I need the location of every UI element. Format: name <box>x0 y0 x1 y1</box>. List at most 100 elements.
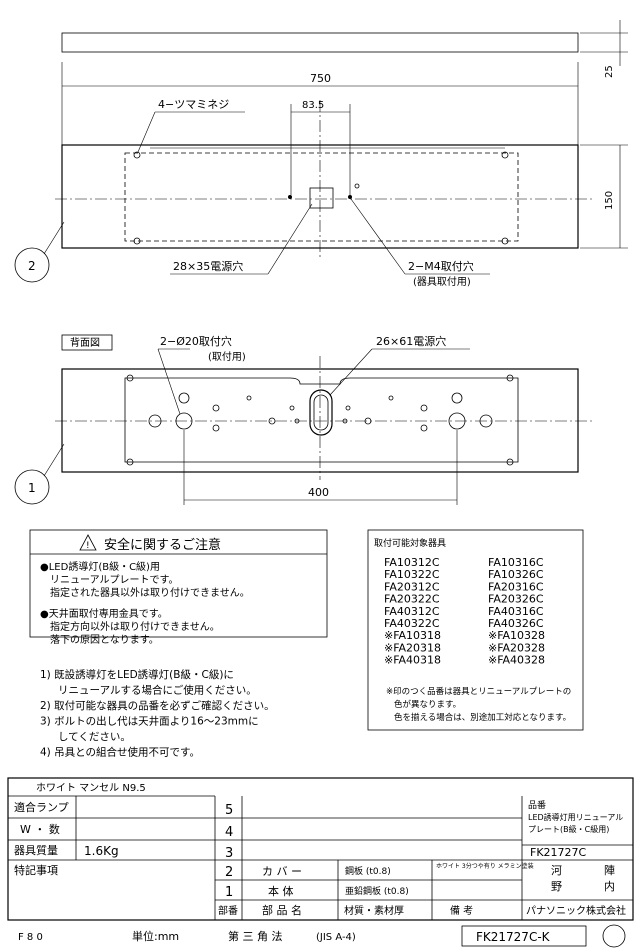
lamp-label: 適合ランプ <box>14 800 69 814</box>
m4-hole-icon <box>348 195 352 199</box>
header-part-name: 部 品 名 <box>262 903 302 917</box>
compat-box <box>367 529 584 731</box>
sign-2a: 野 <box>551 880 562 893</box>
row-no-4: 4 <box>225 825 233 840</box>
power-hole <box>309 187 334 209</box>
knob-screw-icon <box>501 237 509 245</box>
compat-note: 色が異なります。 <box>394 699 461 710</box>
mount-hole-icon <box>175 412 193 430</box>
part2-name: カ バ ー <box>262 865 302 878</box>
small-hole-icon <box>212 424 220 432</box>
model-desc-1: LED誘導灯用リニューアル <box>528 812 623 822</box>
compat-model: ※FA40318 <box>384 654 441 667</box>
note-line: リニューアルする場合にご使用ください。 <box>58 684 257 697</box>
power-slot-inner <box>313 394 329 431</box>
small-hole-icon <box>388 395 394 401</box>
sign-2b: 内 <box>604 879 615 893</box>
compat-model: FA40326C <box>488 617 544 630</box>
small-hole-icon <box>506 458 514 466</box>
back-view-title: 背面図 <box>70 336 100 349</box>
compat-list: FA10312CFA10322CFA20312CFA20322CFA40312C… <box>384 556 571 723</box>
note-line: 4) 吊具との組合せ使用不可です。 <box>40 746 200 759</box>
sign-1b: 陣 <box>604 864 615 877</box>
dim-spacing: 400 <box>308 486 329 499</box>
warning-icon <box>79 534 97 551</box>
label-knob-screws: 4−ツマミネジ <box>158 98 229 111</box>
compat-model: FA10322C <box>384 568 440 581</box>
knob-screw-icon <box>133 237 141 245</box>
compat-model: ※FA40328 <box>488 654 545 667</box>
safety-line: 落下の原因となります。 <box>50 634 159 646</box>
safety-title: 安全に関するご注意 <box>104 537 221 553</box>
compat-model: ※FA20318 <box>384 641 441 654</box>
compat-model: FA10326C <box>488 568 544 581</box>
leader-line <box>350 198 406 275</box>
balloon-1 <box>14 469 50 505</box>
compat-model: FA40316C <box>488 605 544 618</box>
header-part-no: 部番 <box>218 904 238 917</box>
knob-screw-icon <box>501 151 509 159</box>
knob-screw-icon <box>133 151 141 159</box>
compat-model: FA40322C <box>384 617 440 630</box>
finish-label: ホワイト マンセル N9.5 <box>36 782 146 794</box>
revision-circle <box>602 924 626 948</box>
compat-model: ※FA10328 <box>488 629 545 642</box>
leader-line <box>267 203 313 275</box>
leader-line <box>157 348 181 415</box>
compat-model: FA40312C <box>384 605 440 618</box>
balloon-1-label: 1 <box>28 481 36 495</box>
note-line: 3) ボルトの出し代は天井面より16〜23mmに <box>40 715 259 728</box>
label-power-slot: 26×61電源穴 <box>376 334 446 348</box>
safety-line: ●LED誘導灯(B級・C級)用 <box>40 560 160 573</box>
compat-model: FA20312C <box>384 580 440 593</box>
row-no-2: 2 <box>225 865 233 880</box>
label-mount-holes: 2−Ø20取付穴 <box>160 334 232 348</box>
mass-value: 1.6Kg <box>84 844 119 858</box>
note-line: 1) 既設誘導灯をLED誘導灯(B級・C級)に <box>40 668 234 681</box>
small-hole-icon <box>294 418 300 424</box>
small-hole-icon <box>126 458 134 466</box>
compat-model: FA20326C <box>488 593 544 606</box>
inner-outline <box>124 152 519 242</box>
part2-note: ホワイト 3分つや有り メラミン塗装 <box>436 862 534 870</box>
safety-line: 指定された器具以外は取り付けできません。 <box>50 586 250 599</box>
model-number: FK21727C <box>530 846 587 859</box>
sign-1a: 河 <box>551 864 562 877</box>
drawing-number-box <box>461 925 587 947</box>
model-desc-2: プレート(B級・C級用) <box>528 824 609 834</box>
small-hole-icon <box>178 392 190 404</box>
small-hole-icon <box>364 417 372 425</box>
compat-note: 色を揃える場合は、別途加工対応となります。 <box>394 712 571 723</box>
power-slot <box>309 389 333 436</box>
model-label: 品番 <box>528 799 546 811</box>
label-power-hole-top: 28×35電源穴 <box>173 259 243 273</box>
compat-model: ※FA10318 <box>384 629 441 642</box>
small-hole-icon <box>246 395 252 401</box>
mount-hole-icon <box>479 414 493 428</box>
safety-line: 指定方向以外は取り付けできません。 <box>50 620 220 633</box>
small-hole-icon <box>420 424 428 432</box>
note-line: 2) 取付可能な器具の品番を必ずご確認ください。 <box>40 699 275 712</box>
leader-line <box>43 443 65 477</box>
safety-line: ●天井面取付専用金具です。 <box>40 607 168 620</box>
row-no-1: 1 <box>225 885 233 900</box>
notes-list: 1) 既設誘導灯をLED誘導灯(B級・C級)にリニューアルする場合にご使用くださ… <box>40 668 275 759</box>
mount-hole-icon <box>148 414 162 428</box>
mount-hole-icon <box>448 412 466 430</box>
note-line: してください。 <box>58 731 131 743</box>
m4-hole-icon <box>354 183 360 189</box>
warning-icon-mark: ! <box>86 541 90 551</box>
footer-unit: 単位:mm <box>132 929 179 943</box>
compat-model: FA10316C <box>488 556 544 569</box>
footer-code: F 8 0 <box>18 932 43 943</box>
small-hole-icon <box>451 392 463 404</box>
label-m4-holes-sub: (器具取付用) <box>413 275 471 288</box>
compat-title: 取付可能対象器具 <box>374 537 446 549</box>
back-view-title-box <box>61 334 113 351</box>
watt-label: W ・ 数 <box>20 823 60 836</box>
balloon-2-label: 2 <box>28 259 36 273</box>
safety-line: リニューアルプレートです。 <box>50 574 179 586</box>
compat-model: FA20316C <box>488 580 544 593</box>
safety-box <box>29 529 328 638</box>
dim-height: 150 <box>604 191 615 210</box>
